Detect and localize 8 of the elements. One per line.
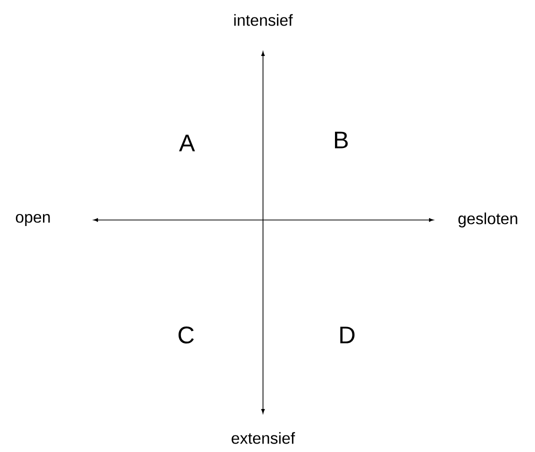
axis-label: extensief <box>232 432 296 444</box>
quadrant-letter: B <box>334 132 348 148</box>
axis-label: intensief <box>234 14 293 26</box>
quadrant-letter: D <box>340 326 355 344</box>
axis-label: open <box>16 214 50 226</box>
quadrant-letter: C <box>178 326 194 344</box>
axis-label: gesloten <box>458 212 518 228</box>
quadrant-letter: A <box>179 134 195 152</box>
